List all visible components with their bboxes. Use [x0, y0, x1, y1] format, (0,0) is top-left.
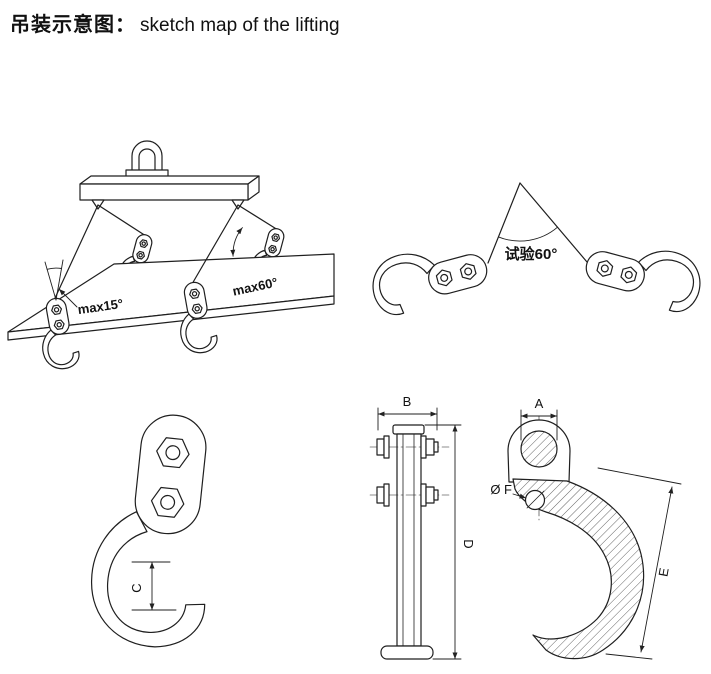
max15-leader	[58, 288, 78, 308]
sling-far-right	[237, 204, 279, 231]
dimension-c	[131, 561, 177, 611]
test-clamp-right	[580, 230, 708, 317]
page-title: 吊装示意图： sketch map of the lifting	[10, 8, 340, 37]
dimension-d	[424, 424, 462, 660]
dimension-a	[520, 409, 558, 441]
dimension-f-label: Ø F	[490, 482, 512, 497]
angle-annotations	[44, 227, 243, 308]
lifting-assembly-sketch	[7, 140, 335, 373]
test60-label: 试验60°	[505, 245, 558, 263]
clamp-front-view	[369, 407, 462, 660]
drawing-labels: max15° max60° 试验60° B D A Ø F E C	[77, 245, 672, 593]
bolt-assembly-upper	[369, 435, 450, 459]
dimension-d-label: D	[461, 539, 476, 548]
front-body-plate	[396, 433, 422, 647]
front-foot	[380, 645, 434, 660]
drawings	[7, 140, 708, 660]
bolt-assembly-lower	[369, 483, 450, 507]
front-top-cap	[392, 424, 425, 435]
f-leader	[512, 493, 527, 499]
sling-near-left	[53, 204, 99, 300]
beam-front-face	[79, 183, 249, 201]
sling-far-left	[97, 204, 147, 237]
page-title-en: sketch map of the lifting	[140, 15, 340, 36]
clamp-side-view	[84, 407, 226, 653]
eye-pin-section	[520, 430, 558, 468]
test-angle-sketch	[365, 182, 708, 320]
dimension-e	[597, 467, 682, 660]
dimension-b	[377, 407, 438, 431]
test-clamp-left	[365, 233, 493, 320]
max60-arc	[230, 227, 243, 257]
sling-near-right	[192, 204, 239, 284]
dimension-a-label: A	[535, 396, 544, 411]
clamp-side-body	[84, 407, 226, 653]
dimension-c-label: C	[129, 583, 144, 592]
test-leg-left	[487, 182, 521, 264]
steel-plate-thickness	[7, 295, 335, 341]
dimension-b-label: B	[403, 394, 412, 409]
beam-top-face	[79, 175, 260, 185]
dimension-e-label: E	[655, 566, 671, 577]
test-leg-right	[519, 182, 588, 263]
max15-label: max15°	[77, 296, 124, 317]
shackle	[131, 140, 163, 183]
page-title-zh: 吊装示意图：	[10, 14, 136, 36]
clamp-section-view	[507, 409, 682, 660]
test-angle-arc	[497, 226, 558, 242]
